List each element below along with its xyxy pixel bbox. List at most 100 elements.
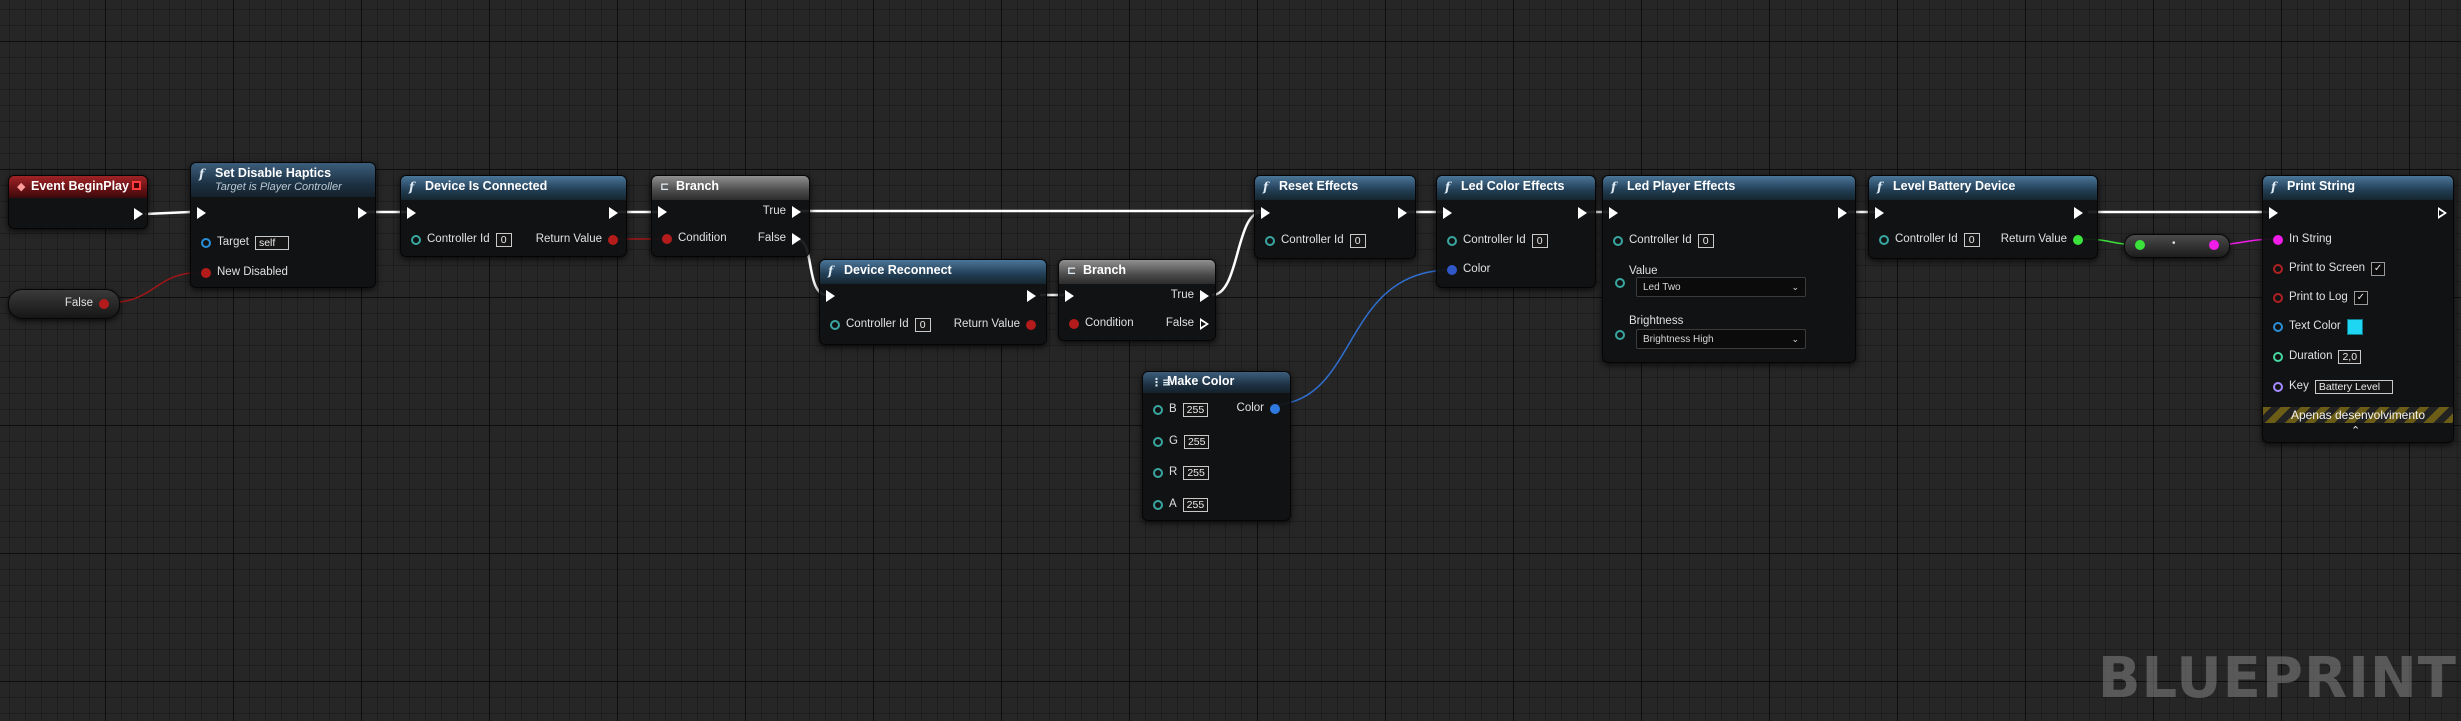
- in-string-pin[interactable]: In String: [2273, 231, 2332, 249]
- string-pin-icon[interactable]: [2209, 240, 2219, 250]
- return-value-pin[interactable]: Return Value: [2001, 231, 2083, 249]
- r-value-field[interactable]: 255: [1183, 465, 1209, 481]
- true-exec-pin[interactable]: True: [763, 203, 801, 221]
- exec-out-pin[interactable]: [134, 205, 143, 223]
- a-value-field[interactable]: 255: [1182, 497, 1209, 513]
- exec-out-pin[interactable]: [1838, 204, 1847, 222]
- controller-id-field[interactable]: 0: [1697, 233, 1714, 249]
- return-value-pin[interactable]: Return Value: [954, 316, 1036, 334]
- exec-out-pin-unlinked[interactable]: [2438, 204, 2447, 222]
- delegate-pin-icon[interactable]: [132, 181, 141, 190]
- text-color-swatch[interactable]: [2346, 319, 2363, 335]
- key-field[interactable]: Battery Level: [2314, 379, 2393, 395]
- exec-in-pin[interactable]: [1609, 204, 1618, 222]
- exec-in-pin[interactable]: [1065, 287, 1074, 305]
- false-exec-pin[interactable]: False: [758, 230, 801, 248]
- print-to-log-checkbox[interactable]: ✓: [2353, 291, 2368, 305]
- print-to-screen-checkbox[interactable]: ✓: [2371, 262, 2386, 276]
- exec-out-pin[interactable]: [1027, 287, 1036, 305]
- exec-in-pin[interactable]: [1875, 204, 1884, 222]
- collapse-arrow-icon[interactable]: ⌃: [2351, 425, 2361, 437]
- branch-node[interactable]: ⊏Branch True Condition False: [1058, 259, 1216, 341]
- pin-label: G: [1169, 435, 1178, 448]
- g-value-field[interactable]: 255: [1183, 434, 1210, 450]
- target-value-field[interactable]: self: [254, 235, 289, 251]
- exec-out-pin[interactable]: [1578, 204, 1587, 222]
- value-dropdown[interactable]: Led Two⌄: [1636, 277, 1806, 297]
- condition-pin[interactable]: Condition: [662, 230, 727, 248]
- exec-in-icon: [197, 207, 206, 219]
- exec-in-pin[interactable]: [2269, 204, 2278, 222]
- color-pin[interactable]: Color: [1447, 261, 1490, 279]
- event-beginplay-node[interactable]: ◆Event BeginPlay: [8, 175, 148, 229]
- exec-out-pin[interactable]: [609, 204, 618, 222]
- event-icon: ◆: [17, 180, 26, 193]
- string-pin-icon: [2273, 235, 2283, 245]
- node-title: Led Player Effects: [1627, 179, 1736, 193]
- brightness-dropdown[interactable]: Brightness High⌄: [1636, 329, 1806, 349]
- bool-out-pin[interactable]: False: [65, 295, 109, 313]
- exec-in-pin[interactable]: [826, 287, 835, 305]
- exec-in-pin[interactable]: [1261, 204, 1270, 222]
- pin-label: Return Value: [953, 318, 1020, 331]
- node-title: Make Color: [1167, 374, 1235, 388]
- controller-id-field[interactable]: 0: [914, 317, 931, 333]
- controller-id-field[interactable]: 0: [1349, 233, 1366, 249]
- bool-pin-icon: [608, 235, 618, 245]
- exec-in-icon: [658, 206, 667, 218]
- b-value-field[interactable]: 255: [1182, 402, 1209, 418]
- return-value-pin[interactable]: Return Value: [536, 231, 618, 249]
- print-to-screen-pin[interactable]: Print to Screen✓: [2273, 260, 2386, 278]
- color-out-pin[interactable]: Color: [1237, 400, 1280, 418]
- pin-label: Print to Log: [2289, 291, 2348, 304]
- g-channel-pin[interactable]: G 255: [1153, 433, 1210, 451]
- enum-pin-icon[interactable]: [1615, 278, 1625, 288]
- chevron-down-icon: ⌄: [1791, 333, 1799, 344]
- exec-in-pin[interactable]: [658, 203, 667, 221]
- pin-label: False: [757, 232, 786, 245]
- exec-in-pin[interactable]: [1443, 204, 1452, 222]
- text-color-pin[interactable]: Text Color: [2273, 318, 2363, 336]
- enum-pin-icon[interactable]: [1615, 330, 1625, 340]
- int-to-string-conversion-node[interactable]: •: [2124, 234, 2230, 258]
- exec-in-pin[interactable]: [407, 204, 416, 222]
- print-to-log-pin[interactable]: Print to Log ✓: [2273, 289, 2368, 307]
- controller-id-field[interactable]: 0: [495, 232, 512, 248]
- true-exec-pin[interactable]: True: [1171, 287, 1209, 305]
- false-exec-pin[interactable]: False: [1166, 315, 1209, 333]
- function-icon: f: [199, 167, 205, 181]
- new-disabled-pin[interactable]: New Disabled: [201, 264, 288, 282]
- condition-pin[interactable]: Condition: [1069, 315, 1134, 333]
- exec-out-pin[interactable]: [2074, 204, 2083, 222]
- exec-in-pin[interactable]: [197, 204, 206, 222]
- false-literal-node[interactable]: False: [8, 289, 120, 319]
- branch-node[interactable]: ⊏Branch True Condition False: [651, 175, 810, 257]
- controller-id-field[interactable]: 0: [1963, 232, 1980, 248]
- controller-id-field[interactable]: 0: [1531, 233, 1548, 249]
- duration-field[interactable]: 2,0: [2338, 349, 2362, 365]
- int-pin-icon[interactable]: [2135, 240, 2145, 250]
- exec-out-pin[interactable]: [358, 204, 367, 222]
- exec-out-pin[interactable]: [1398, 204, 1407, 222]
